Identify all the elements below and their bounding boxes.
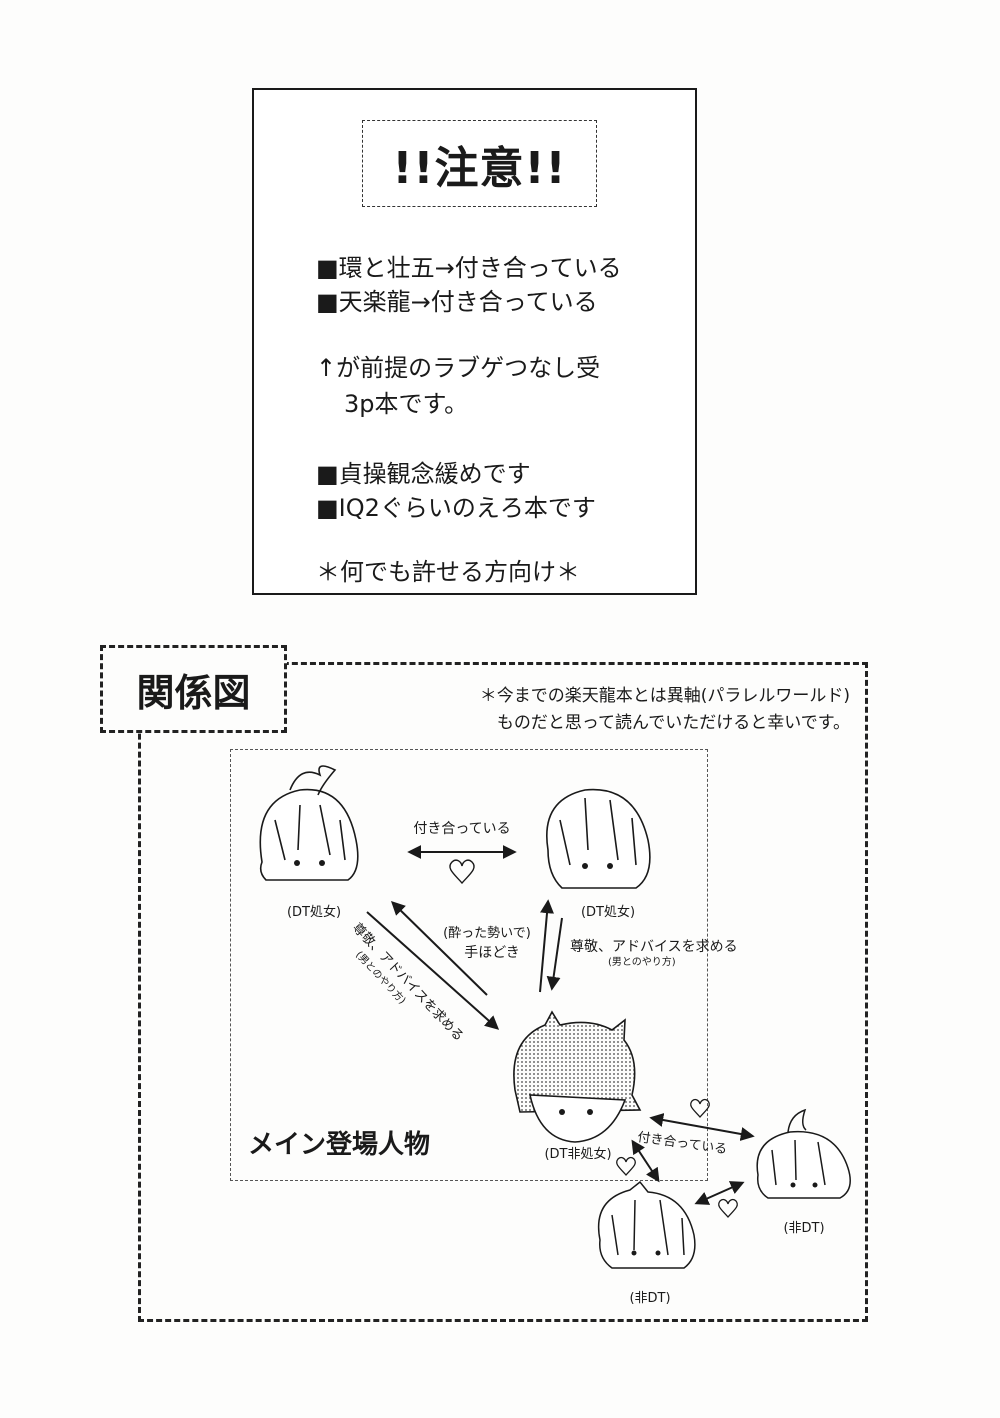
character-bottom-right	[756, 1108, 851, 1199]
relation-label-middle-2: 手ほどき	[464, 945, 520, 961]
notice-line: ＊何でも許せる方向け＊	[316, 558, 580, 586]
arrow-vertical-up	[539, 899, 554, 993]
character-center	[513, 1010, 642, 1143]
disclaimer: ＊今までの楽天龍本とは異軸(パラレルワールド) ものだと思って読んでいただけると…	[480, 683, 850, 737]
character-status: (DT処女)	[287, 904, 341, 920]
heart-icon	[449, 859, 475, 885]
diagram-tab: 関係図	[100, 645, 287, 733]
main-characters-label: メイン登場人物	[248, 1130, 431, 1160]
arrow-bottom-pair	[694, 1181, 745, 1205]
character-top-right	[546, 788, 651, 889]
heart-icon	[718, 1198, 738, 1218]
character-bottom-center	[597, 1180, 696, 1269]
relation-sublabel-right: (男とのやり方)	[608, 955, 676, 968]
character-status: (DT非処女)	[544, 1146, 611, 1162]
notice-line: ■IQ2ぐらいのえろ本です	[316, 494, 596, 522]
notice-title: !!注意!!	[392, 142, 567, 194]
notice-title-frame: !!注意!!	[362, 120, 597, 207]
character-status: (非DT)	[783, 1221, 824, 1236]
relation-label-right: 尊敬、アドバイスを求める	[570, 938, 738, 955]
heart-icon	[690, 1098, 710, 1118]
main-characters-area	[230, 749, 708, 1181]
character-status: (非DT)	[629, 1291, 670, 1306]
arrow-diagonal-respect	[366, 911, 500, 1030]
disclaimer-line: ＊今までの楽天龍本とは異軸(パラレルワールド)	[479, 686, 850, 706]
character-status: (DT処女)	[581, 904, 635, 920]
notice-line: ↑が前提のラブゲつなし受	[316, 354, 601, 382]
notice-line: ■貞操観念緩めです	[316, 460, 531, 488]
relationship-diagram-frame	[138, 662, 868, 1322]
disclaimer-line: ものだと思って読んでいただけると幸いです。	[496, 713, 850, 733]
heart-icon	[616, 1156, 636, 1176]
relation-label-middle-1: (酔った勢いで)	[443, 926, 531, 941]
arrow-vertical-down	[546, 917, 563, 991]
notice-line: ■天楽龍→付き合っている	[316, 288, 598, 316]
arrow-diagonal-guidance	[390, 901, 488, 996]
notice-box: !!注意!! ■環と壮五→付き合っている ■天楽龍→付き合っている ↑が前提のラ…	[252, 88, 697, 595]
notice-line: 3p本です。	[344, 390, 469, 418]
relation-label-top-pair: 付き合っている	[413, 821, 510, 837]
diagram-tab-label: 関係図	[136, 670, 251, 715]
notice-line: ■環と壮五→付き合っている	[316, 254, 622, 282]
relation-label-bottom-pair: 付き合っている	[636, 1130, 728, 1157]
arrow-center-bottom-right	[649, 1113, 755, 1141]
character-top-left	[259, 765, 359, 881]
arrow-center-bottom-center	[631, 1139, 660, 1183]
